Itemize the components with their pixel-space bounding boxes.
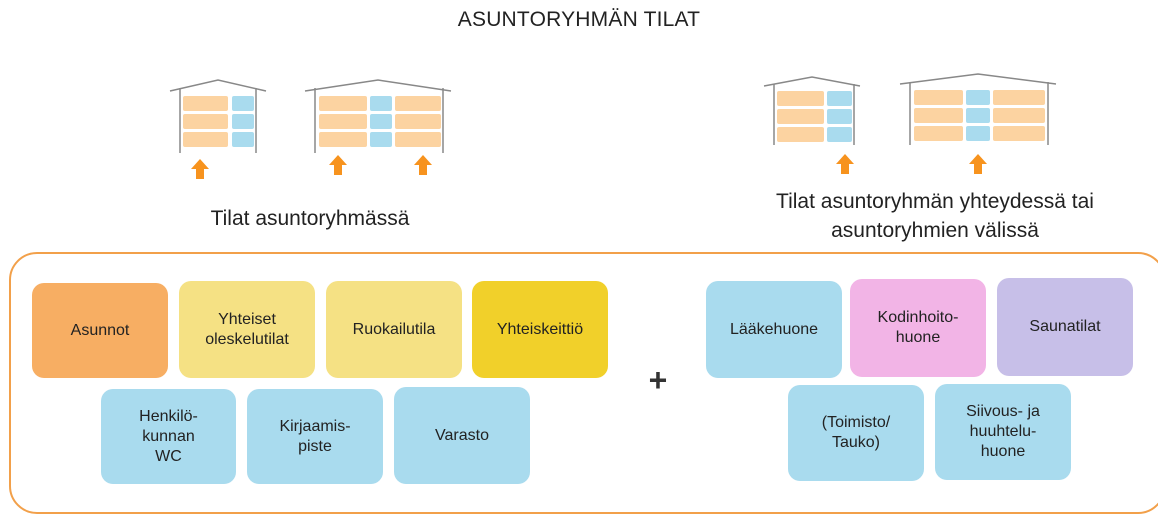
plus-sign: + [648, 362, 668, 398]
arrow-up-icon [191, 159, 209, 179]
common-spaces [966, 90, 990, 141]
house-large-left [304, 79, 452, 153]
apartment-units [777, 91, 824, 142]
house-small-right [763, 76, 861, 145]
caption-right-line1: Tilat asuntoryhmän yhteydessä tai [776, 190, 1094, 213]
room-laakehuone: Lääkehuone [706, 281, 842, 378]
arrow-up-icon [414, 155, 432, 175]
room-kirjaamispiste: Kirjaamis-piste [247, 389, 383, 484]
house-small-left [169, 79, 267, 153]
common-spaces [370, 96, 392, 147]
diagram-title: ASUNTORYHMÄN TILAT [457, 8, 701, 31]
room-varasto: Varasto [394, 387, 530, 484]
room-toimisto-tauko: (Toimisto/Tauko) [788, 385, 924, 481]
room-ruokailutila: Ruokailutila [326, 281, 462, 378]
caption-left: Tilat asuntoryhmässä [210, 207, 410, 230]
apartment-units [183, 96, 228, 147]
arrow-up-icon [969, 154, 987, 174]
house-large-right [899, 73, 1057, 145]
room-saunatilat: Saunatilat [997, 278, 1133, 376]
arrow-up-icon [329, 155, 347, 175]
arrow-up-icon [836, 154, 854, 174]
common-spaces [827, 91, 852, 142]
room-asunnot: Asunnot [32, 283, 168, 378]
apartment-units [914, 90, 1045, 141]
caption-right-line2: asuntoryhmien välissä [831, 219, 1039, 242]
room-kodinhoitohuone: Kodinhoito-huone [850, 279, 986, 377]
caption-right: Tilat asuntoryhmän yhteydessä tai asunto… [735, 187, 1135, 245]
room-yhteiskeittio: Yhteiskeittiö [472, 281, 608, 378]
common-spaces [232, 96, 254, 147]
apartment-units [319, 96, 441, 147]
